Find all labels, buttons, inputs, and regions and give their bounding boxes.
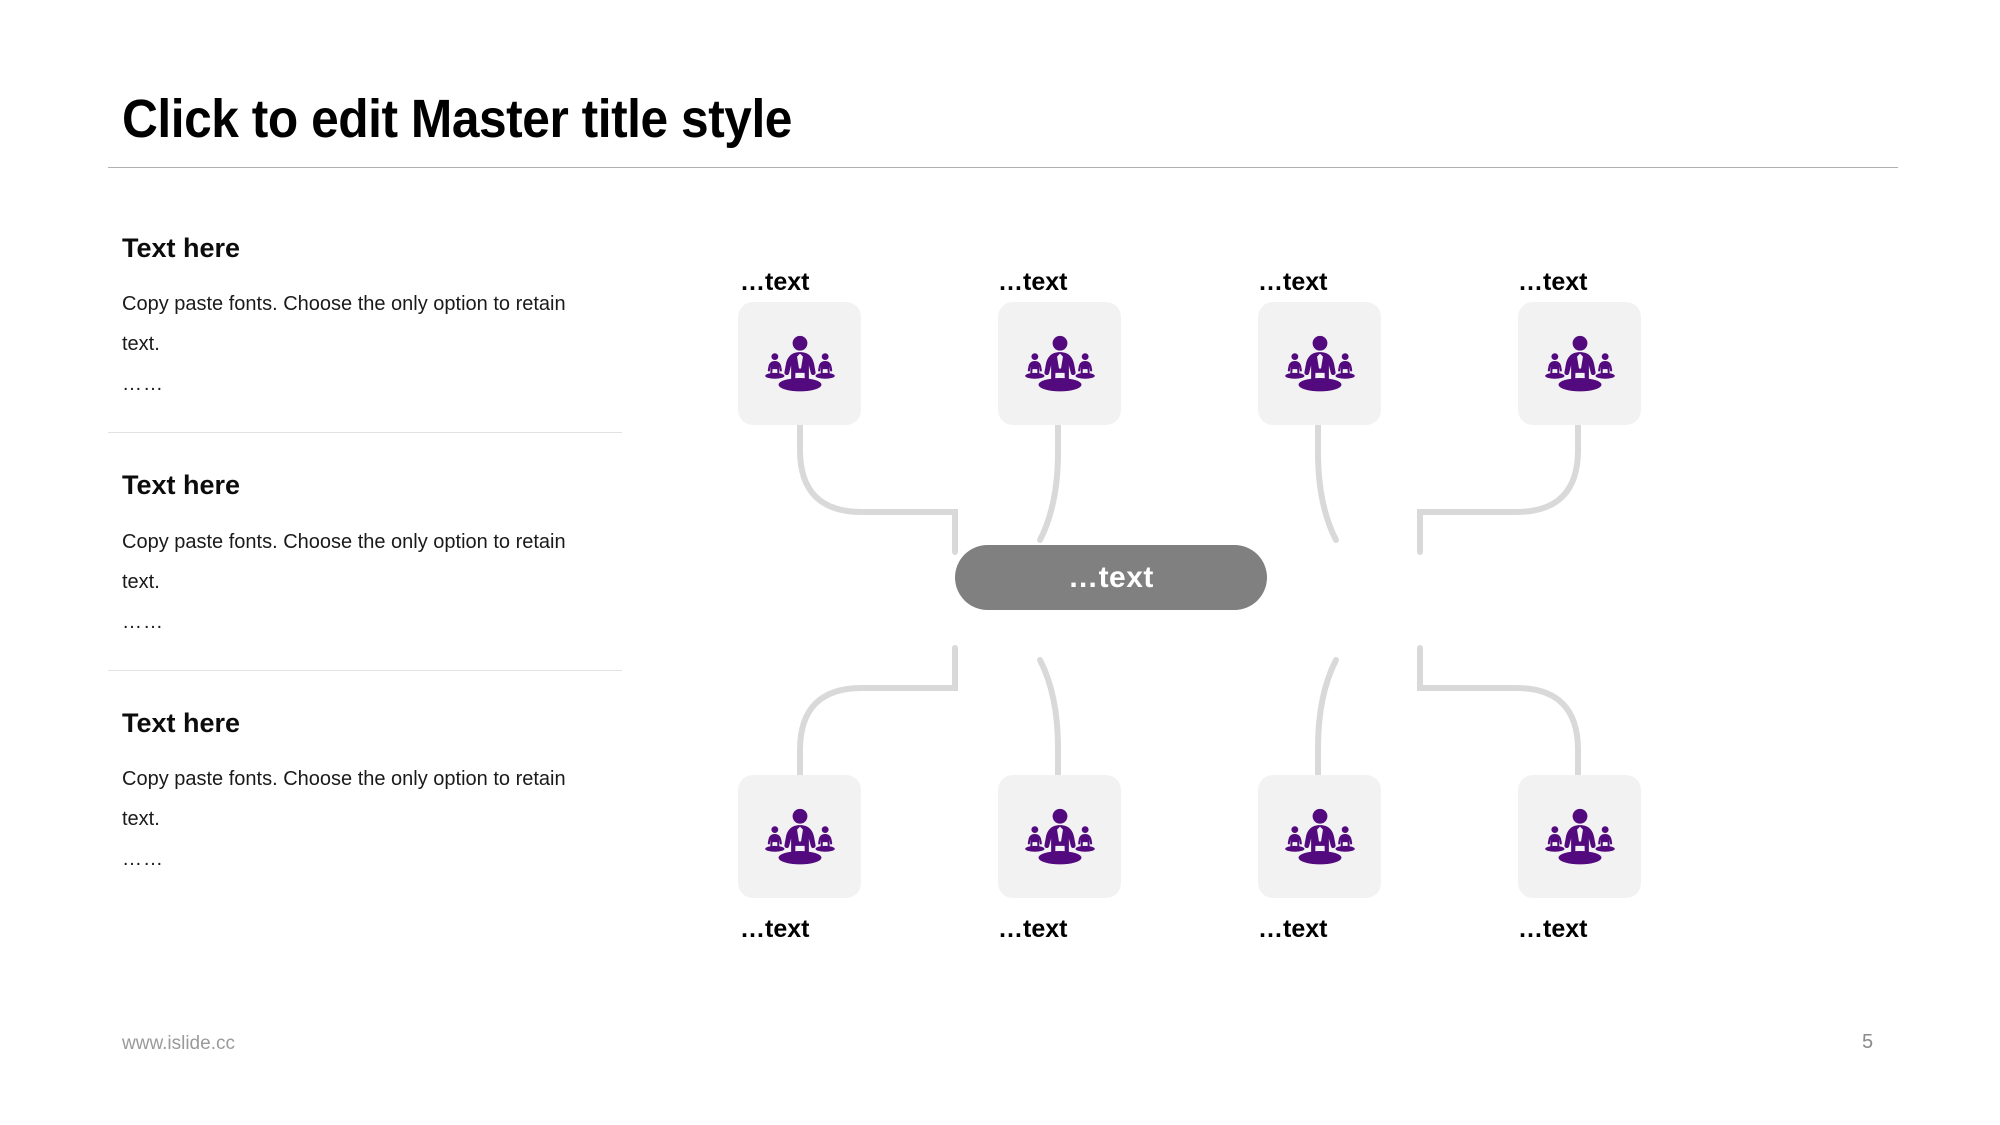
node-card-bottom-3[interactable] [1258, 775, 1381, 898]
node-card-bottom-4[interactable] [1518, 775, 1641, 898]
node-label-bottom-2: …text [998, 915, 1068, 943]
text-block-ellipsis: …… [122, 373, 164, 396]
page-number: 5 [1862, 1031, 1874, 1053]
text-block-heading: Text here [122, 470, 241, 501]
page-title[interactable]: Click to edit Master title style [122, 89, 792, 149]
left-text-column: Text here Copy paste fonts. Choose the o… [108, 232, 622, 879]
node-label-top-3: …text [1258, 268, 1328, 296]
node-label-bottom-4: …text [1518, 915, 1588, 943]
node-card-bottom-2[interactable] [998, 775, 1121, 898]
node-card-top-3[interactable] [1258, 302, 1381, 425]
text-block-heading: Text here [122, 707, 241, 738]
text-block-body: Copy paste fonts. Choose the only option… [122, 293, 566, 356]
text-block-ellipsis: …… [122, 610, 164, 633]
people-group-icon [1023, 327, 1097, 401]
node-label-top-1: …text [740, 268, 810, 296]
people-group-icon [1283, 327, 1357, 401]
people-group-icon [1283, 800, 1357, 874]
people-group-icon [1543, 327, 1617, 401]
node-card-top-4[interactable] [1518, 302, 1641, 425]
people-group-icon [763, 327, 837, 401]
hub-pill[interactable]: …text [955, 545, 1267, 610]
block-divider [108, 432, 622, 434]
node-label-bottom-1: …text [740, 915, 810, 943]
text-block-ellipsis: …… [122, 848, 164, 871]
text-block-body: Copy paste fonts. Choose the only option… [122, 768, 566, 831]
node-label-top-2: …text [998, 268, 1068, 296]
node-card-bottom-1[interactable] [738, 775, 861, 898]
text-block-2[interactable]: Text here Copy paste fonts. Choose the o… [108, 469, 622, 671]
text-block-heading: Text here [122, 233, 241, 263]
title-divider [108, 167, 1898, 168]
node-card-top-1[interactable] [738, 302, 861, 425]
node-label-top-4: …text [1518, 268, 1588, 296]
node-card-top-2[interactable] [998, 302, 1121, 425]
block-divider [108, 669, 622, 671]
text-block-1[interactable]: Text here Copy paste fonts. Choose the o… [108, 232, 622, 434]
people-group-icon [763, 800, 837, 874]
people-group-icon [1023, 800, 1097, 874]
hub-label: …text [1068, 560, 1154, 594]
node-label-bottom-3: …text [1258, 915, 1328, 943]
text-block-body: Copy paste fonts. Choose the only option… [122, 530, 566, 593]
hub-and-spoke-diagram: …text …text …text …text [738, 268, 1920, 943]
text-block-3[interactable]: Text here Copy paste fonts. Choose the o… [122, 707, 622, 879]
people-group-icon [1543, 800, 1617, 874]
connector-lines [797, 422, 1581, 778]
footer-url[interactable]: www.islide.cc [122, 1033, 235, 1054]
